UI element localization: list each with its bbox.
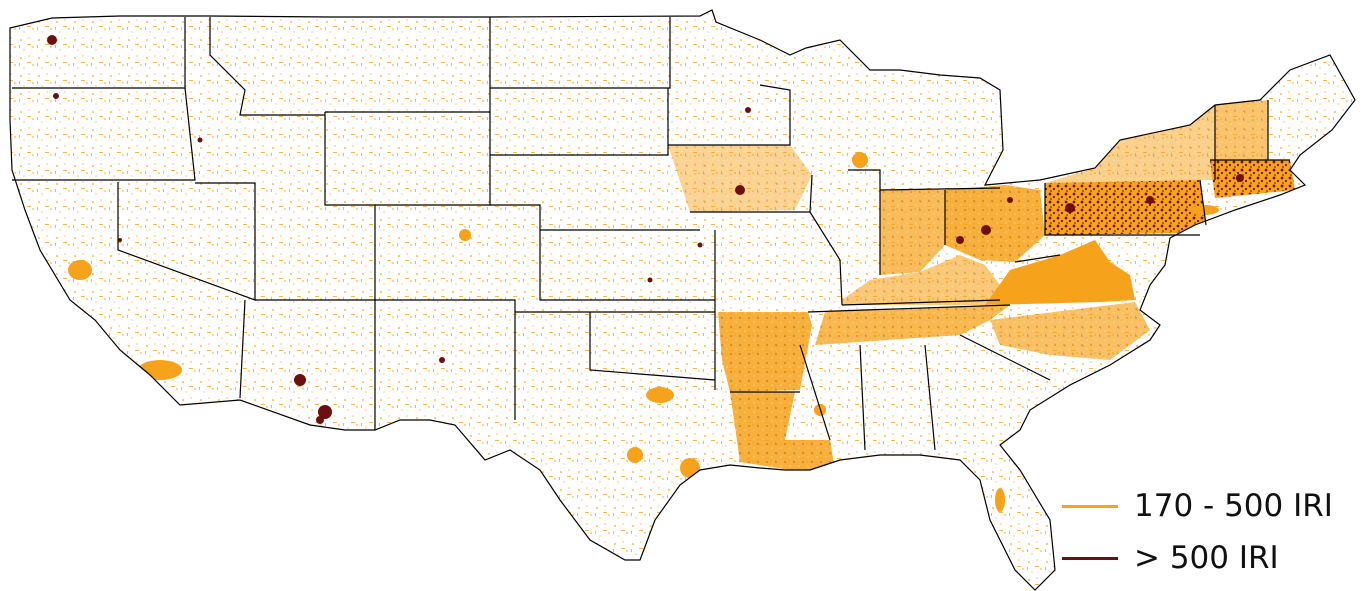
state-louisiana bbox=[730, 392, 835, 470]
state-vermont-nh bbox=[1215, 100, 1268, 162]
legend-item-severe: > 500 IRI bbox=[1062, 540, 1279, 576]
state-tennessee bbox=[815, 305, 1010, 345]
legend-label-severe: > 500 IRI bbox=[1134, 540, 1279, 576]
legend-swatch-moderate bbox=[1062, 504, 1118, 508]
state-ohio bbox=[945, 185, 1045, 262]
state-massachusetts-ct-ri bbox=[1210, 160, 1295, 198]
state-pennsylvania bbox=[1045, 180, 1206, 235]
state-borders bbox=[9, 9, 1356, 591]
state-virginia bbox=[985, 240, 1135, 305]
legend-swatch-severe bbox=[1062, 556, 1118, 560]
state-new-york bbox=[1045, 105, 1215, 183]
severe-roughness-clusters bbox=[47, 35, 1244, 424]
state-arkansas bbox=[718, 312, 812, 392]
state-indiana bbox=[880, 190, 945, 275]
legend-label-moderate: 170 - 500 IRI bbox=[1134, 488, 1333, 524]
legend-item-moderate: 170 - 500 IRI bbox=[1062, 488, 1333, 524]
map-legend: 170 - 500 IRI > 500 IRI bbox=[1062, 478, 1362, 588]
state-kentucky bbox=[842, 255, 1000, 305]
state-iowa bbox=[668, 145, 812, 212]
state-north-carolina bbox=[990, 302, 1150, 360]
